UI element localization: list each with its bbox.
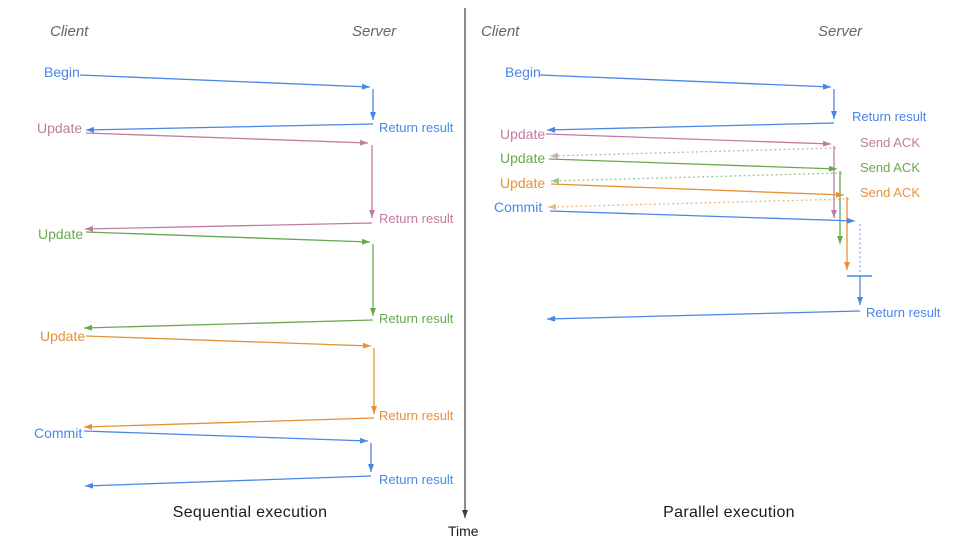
seq-update1-return-line <box>84 222 373 232</box>
par-update1-ack-line <box>549 147 837 159</box>
par-begin-request-line <box>539 74 832 90</box>
seq-update3-return-line <box>83 417 375 430</box>
seq-begin-request-line <box>79 74 371 90</box>
par-update2-label: Update <box>500 150 546 166</box>
seq-server-header: Server <box>352 23 397 40</box>
seq-update1-label: Update <box>37 120 83 136</box>
parallel-diagram-arrows <box>539 74 872 322</box>
par-update3-request-line <box>550 183 845 198</box>
par-commit-request-line <box>549 210 856 224</box>
par-update1-arrows <box>545 133 837 218</box>
seq-client-header: Client <box>50 23 89 40</box>
seq-commit-request-line <box>83 430 369 444</box>
seq-begin-arrows <box>79 74 376 133</box>
par-update3-ack-line <box>547 198 850 210</box>
par-begin-arrows <box>539 74 837 133</box>
seq-commit-return-line <box>84 475 372 489</box>
seq-caption: Sequential execution <box>172 504 328 521</box>
par-begin-response-label: Return result <box>852 109 927 124</box>
seq-update2-label: Update <box>38 226 84 242</box>
par-server-header: Server <box>818 23 863 40</box>
seq-update3-arrows <box>83 335 377 430</box>
time-axis-label: Time <box>448 523 479 539</box>
par-update2-ack-label: Send ACK <box>860 160 920 175</box>
seq-update3-label: Update <box>40 328 86 344</box>
par-commit-response-label: Return result <box>866 305 941 320</box>
par-update2-request-line <box>548 158 838 172</box>
par-update2-arrows <box>548 158 843 244</box>
par-update1-label: Update <box>500 126 546 142</box>
par-begin-return-line <box>546 122 835 133</box>
seq-commit-label: Commit <box>34 425 83 441</box>
par-update1-request-line <box>545 133 832 147</box>
seq-commit-arrows <box>83 430 374 489</box>
seq-update3-response-label: Return result <box>379 408 454 423</box>
seq-update2-request-line <box>85 231 371 245</box>
par-update3-arrows <box>547 183 850 270</box>
par-client-header: Client <box>481 23 520 40</box>
seq-update2-response-label: Return result <box>379 311 454 326</box>
seq-begin-response-label: Return result <box>379 120 454 135</box>
seq-update1-arrows <box>84 132 375 232</box>
par-begin-label: Begin <box>505 64 541 80</box>
par-commit-label: Commit <box>494 199 543 215</box>
seq-commit-response-label: Return result <box>379 472 454 487</box>
par-commit-return-line <box>546 310 861 322</box>
seq-update1-request-line <box>85 132 369 146</box>
seq-update3-request-line <box>85 335 372 349</box>
par-update3-ack-label: Send ACK <box>860 185 920 200</box>
sequential-diagram-arrows <box>79 74 377 489</box>
par-commit-arrows <box>546 210 872 322</box>
par-update2-ack-line <box>550 172 843 184</box>
seq-begin-label: Begin <box>44 64 80 80</box>
seq-update1-response-label: Return result <box>379 211 454 226</box>
par-update3-label: Update <box>500 175 546 191</box>
par-update1-ack-label: Send ACK <box>860 135 920 150</box>
par-caption: Parallel execution <box>663 504 795 521</box>
seq-update2-return-line <box>83 319 374 331</box>
seq-begin-return-line <box>85 123 374 133</box>
seq-update2-arrows <box>83 231 376 331</box>
